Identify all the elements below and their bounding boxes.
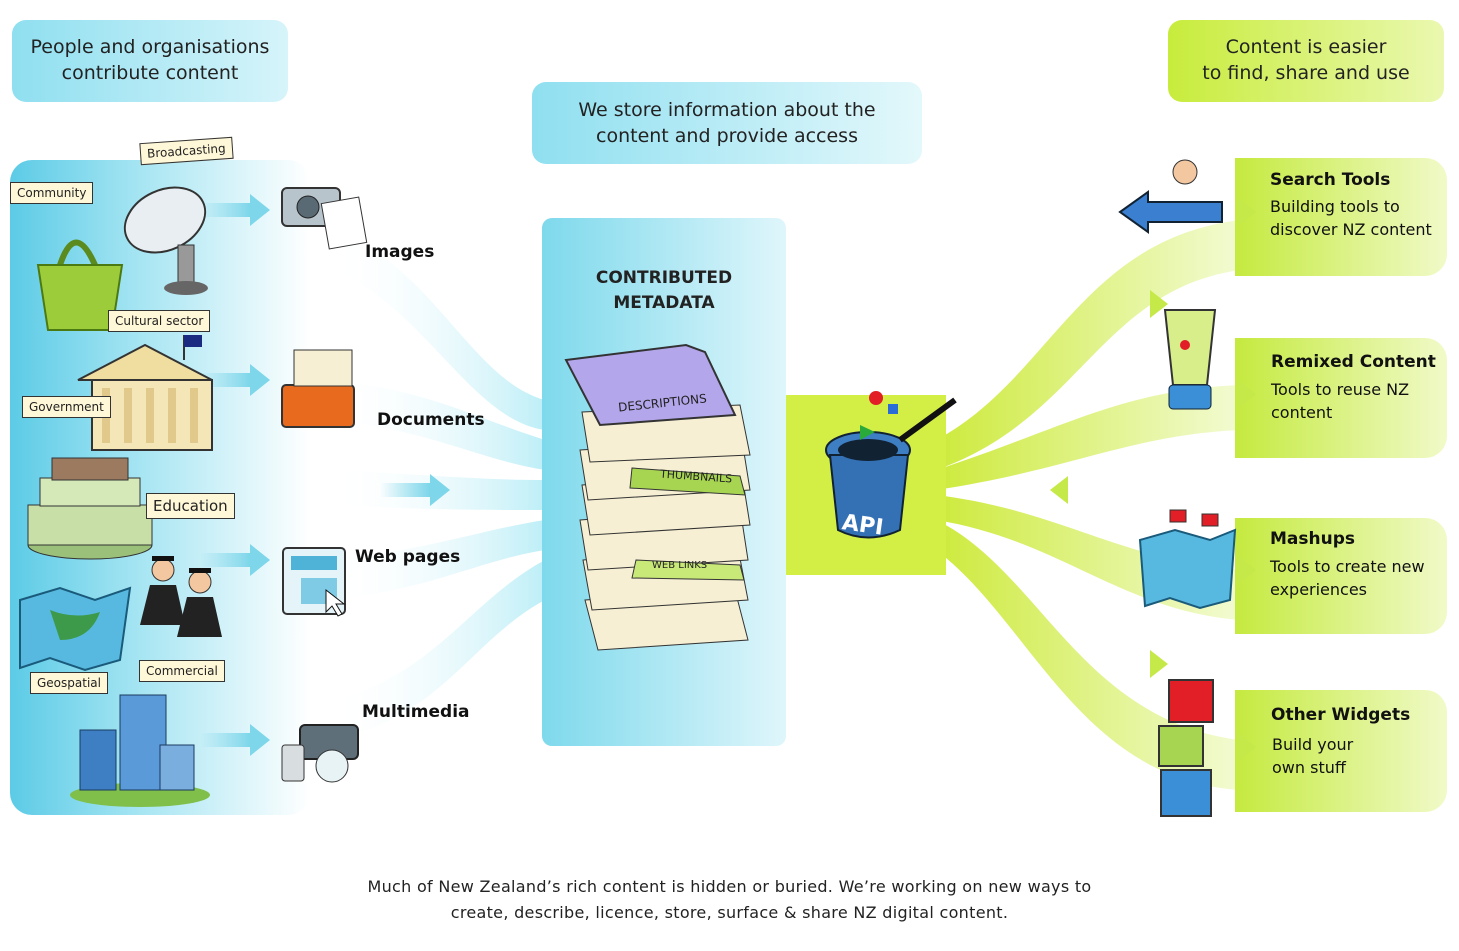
descriptions-sheet [564, 343, 737, 427]
arrow-shaft [200, 553, 250, 567]
thumbnails-tab [629, 467, 746, 496]
weblinks-tab [631, 559, 745, 581]
label-multimedia: Multimedia [362, 702, 470, 722]
arrow-right-icon [1238, 733, 1256, 761]
label-cultural-sector: Cultural sector [108, 310, 211, 332]
store-bubble: We store information about the content a… [532, 82, 922, 164]
output-title-mashups: Mashups [1270, 529, 1355, 549]
output-title-widgets: Other Widgets [1271, 705, 1411, 725]
use-line1: Content is easier [1225, 36, 1387, 58]
contribute-bubble: People and organisations contribute cont… [12, 20, 288, 102]
output-desc-remixed: Tools to reuse NZ content [1271, 378, 1409, 424]
label-community: Community [10, 182, 94, 204]
card-mashups [1235, 518, 1447, 634]
label-government: Government [22, 396, 111, 418]
use-line2: to find, share and use [1202, 62, 1410, 84]
label-geospatial: Geospatial [30, 672, 108, 694]
arrow-left-icon [1050, 476, 1068, 504]
use-bubble: Content is easier to find, share and use [1168, 20, 1444, 102]
arrow-shaft [380, 483, 430, 497]
card-remixed-content [1235, 338, 1447, 458]
cultural-building-icon [77, 335, 213, 451]
card-other-widgets [1235, 690, 1447, 812]
arrow-right-icon [250, 724, 270, 756]
content-type-icons [281, 187, 368, 783]
arrow-right-icon [250, 544, 270, 576]
education-graduates-icon [140, 556, 222, 637]
commercial-buildings-icon [70, 694, 210, 807]
geospatial-map-icon [19, 586, 132, 672]
output-desc-line: Building tools to [1270, 197, 1400, 216]
output-desc-widgets: Build your own stuff [1272, 733, 1353, 779]
multimedia-camcorder-icon [281, 724, 359, 783]
arrow-right-icon [1238, 556, 1256, 584]
widget-blocks-icon [1158, 679, 1214, 817]
output-desc-search: Building tools to discover NZ content [1270, 195, 1432, 241]
output-desc-line: Tools to create new [1270, 557, 1425, 576]
paper-stack [579, 404, 751, 651]
store-title: CONTRIBUTED METADATA [542, 266, 786, 316]
arrow-right-icon [1150, 290, 1168, 318]
documents-binder-icon [281, 349, 355, 428]
arrow-shaft [200, 733, 250, 747]
metadata-stack [564, 343, 751, 651]
arrow-right-icon [1238, 198, 1256, 226]
weblinks-label: WEB LINKS [652, 560, 708, 571]
arrow-right-icon [1238, 380, 1256, 408]
arrow-right-icon [250, 194, 270, 226]
store-line1: We store information about the [578, 99, 876, 121]
footer-line1: Much of New Zealand’s rich content is hi… [367, 877, 1092, 896]
output-desc-line: Tools to reuse NZ [1271, 380, 1410, 399]
output-desc-line: own stuff [1272, 758, 1346, 777]
blender-icon [1163, 309, 1217, 410]
label-web-pages: Web pages [355, 547, 461, 567]
api-hat-icon [825, 391, 957, 539]
store-title-line2: METADATA [613, 293, 715, 313]
output-desc-line: discover NZ content [1270, 220, 1432, 239]
label-images: Images [365, 242, 435, 262]
store-line2: content and provide access [596, 125, 858, 147]
arrow-shaft [200, 203, 250, 217]
images-camera-icon [281, 187, 368, 250]
webpages-browser-icon [282, 547, 346, 617]
output-desc-line: Build your [1272, 735, 1354, 754]
output-illustrations [1118, 159, 1237, 817]
output-desc-line: experiences [1270, 580, 1368, 599]
government-beehive-icon [27, 457, 153, 560]
footer-caption: Much of New Zealand’s rich content is hi… [0, 874, 1459, 926]
arrow-right-icon [430, 474, 450, 506]
output-desc-line: content [1271, 403, 1333, 422]
label-commercial: Commercial [139, 660, 225, 682]
output-desc-mashups: Tools to create new experiences [1270, 555, 1425, 601]
contribute-line1: People and organisations [30, 36, 270, 58]
arrow-right-icon [1150, 650, 1168, 678]
label-education: Education [146, 493, 235, 519]
footer-line2: create, describe, licence, store, surfac… [450, 903, 1009, 922]
contribute-line2: contribute content [61, 62, 239, 84]
broadcasting-dish-icon [123, 186, 208, 295]
label-documents: Documents [377, 410, 485, 430]
person-carrying-arrow-icon [1118, 159, 1223, 234]
mashup-map-icon [1138, 509, 1237, 610]
store-title-line1: CONTRIBUTED [595, 268, 733, 288]
contributor-illustrations [19, 186, 222, 807]
output-title-search: Search Tools [1270, 170, 1391, 190]
arrow-right-icon [250, 364, 270, 396]
output-title-remixed: Remixed Content [1271, 352, 1436, 372]
card-search-tools [1235, 158, 1447, 276]
